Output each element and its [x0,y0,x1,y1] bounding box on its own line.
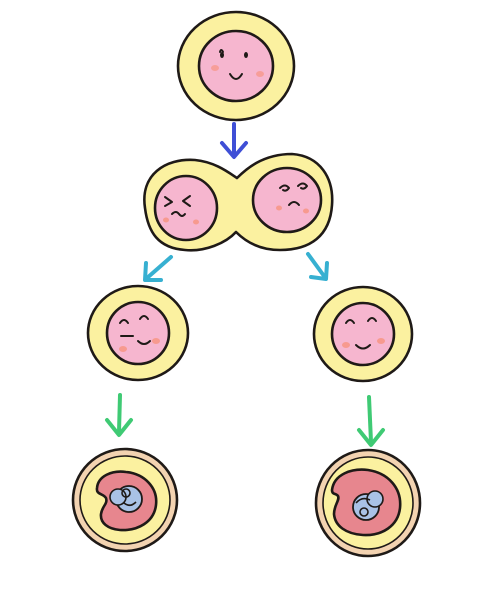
right-inner-cell-mass-icon [352,490,384,521]
down-arrow-icon [220,122,248,159]
down-arrow-right-icon [357,395,385,447]
left-cell-nucleus [105,300,171,366]
right-cell-nucleus [330,301,396,367]
left-inner-cell-mass-icon [109,485,143,513]
down-right-arrow-icon [306,252,329,281]
left-embryo [71,447,179,553]
left-blastomere [153,174,219,242]
two-cell-embryo [143,152,334,252]
single-cell-face [211,49,264,80]
single-cell [176,10,296,122]
down-arrow-left-icon [105,393,133,437]
left-cell-face [119,315,160,352]
right-blastomere [251,166,323,234]
right-blastomere-face [276,182,309,214]
right-separated-cell [312,285,414,383]
single-cell-nucleus [197,29,275,103]
right-embryo [314,448,422,558]
left-blastomere-face [163,195,199,225]
right-cell-face [342,317,385,350]
left-separated-cell [86,284,190,382]
down-left-arrow-icon [143,255,173,282]
